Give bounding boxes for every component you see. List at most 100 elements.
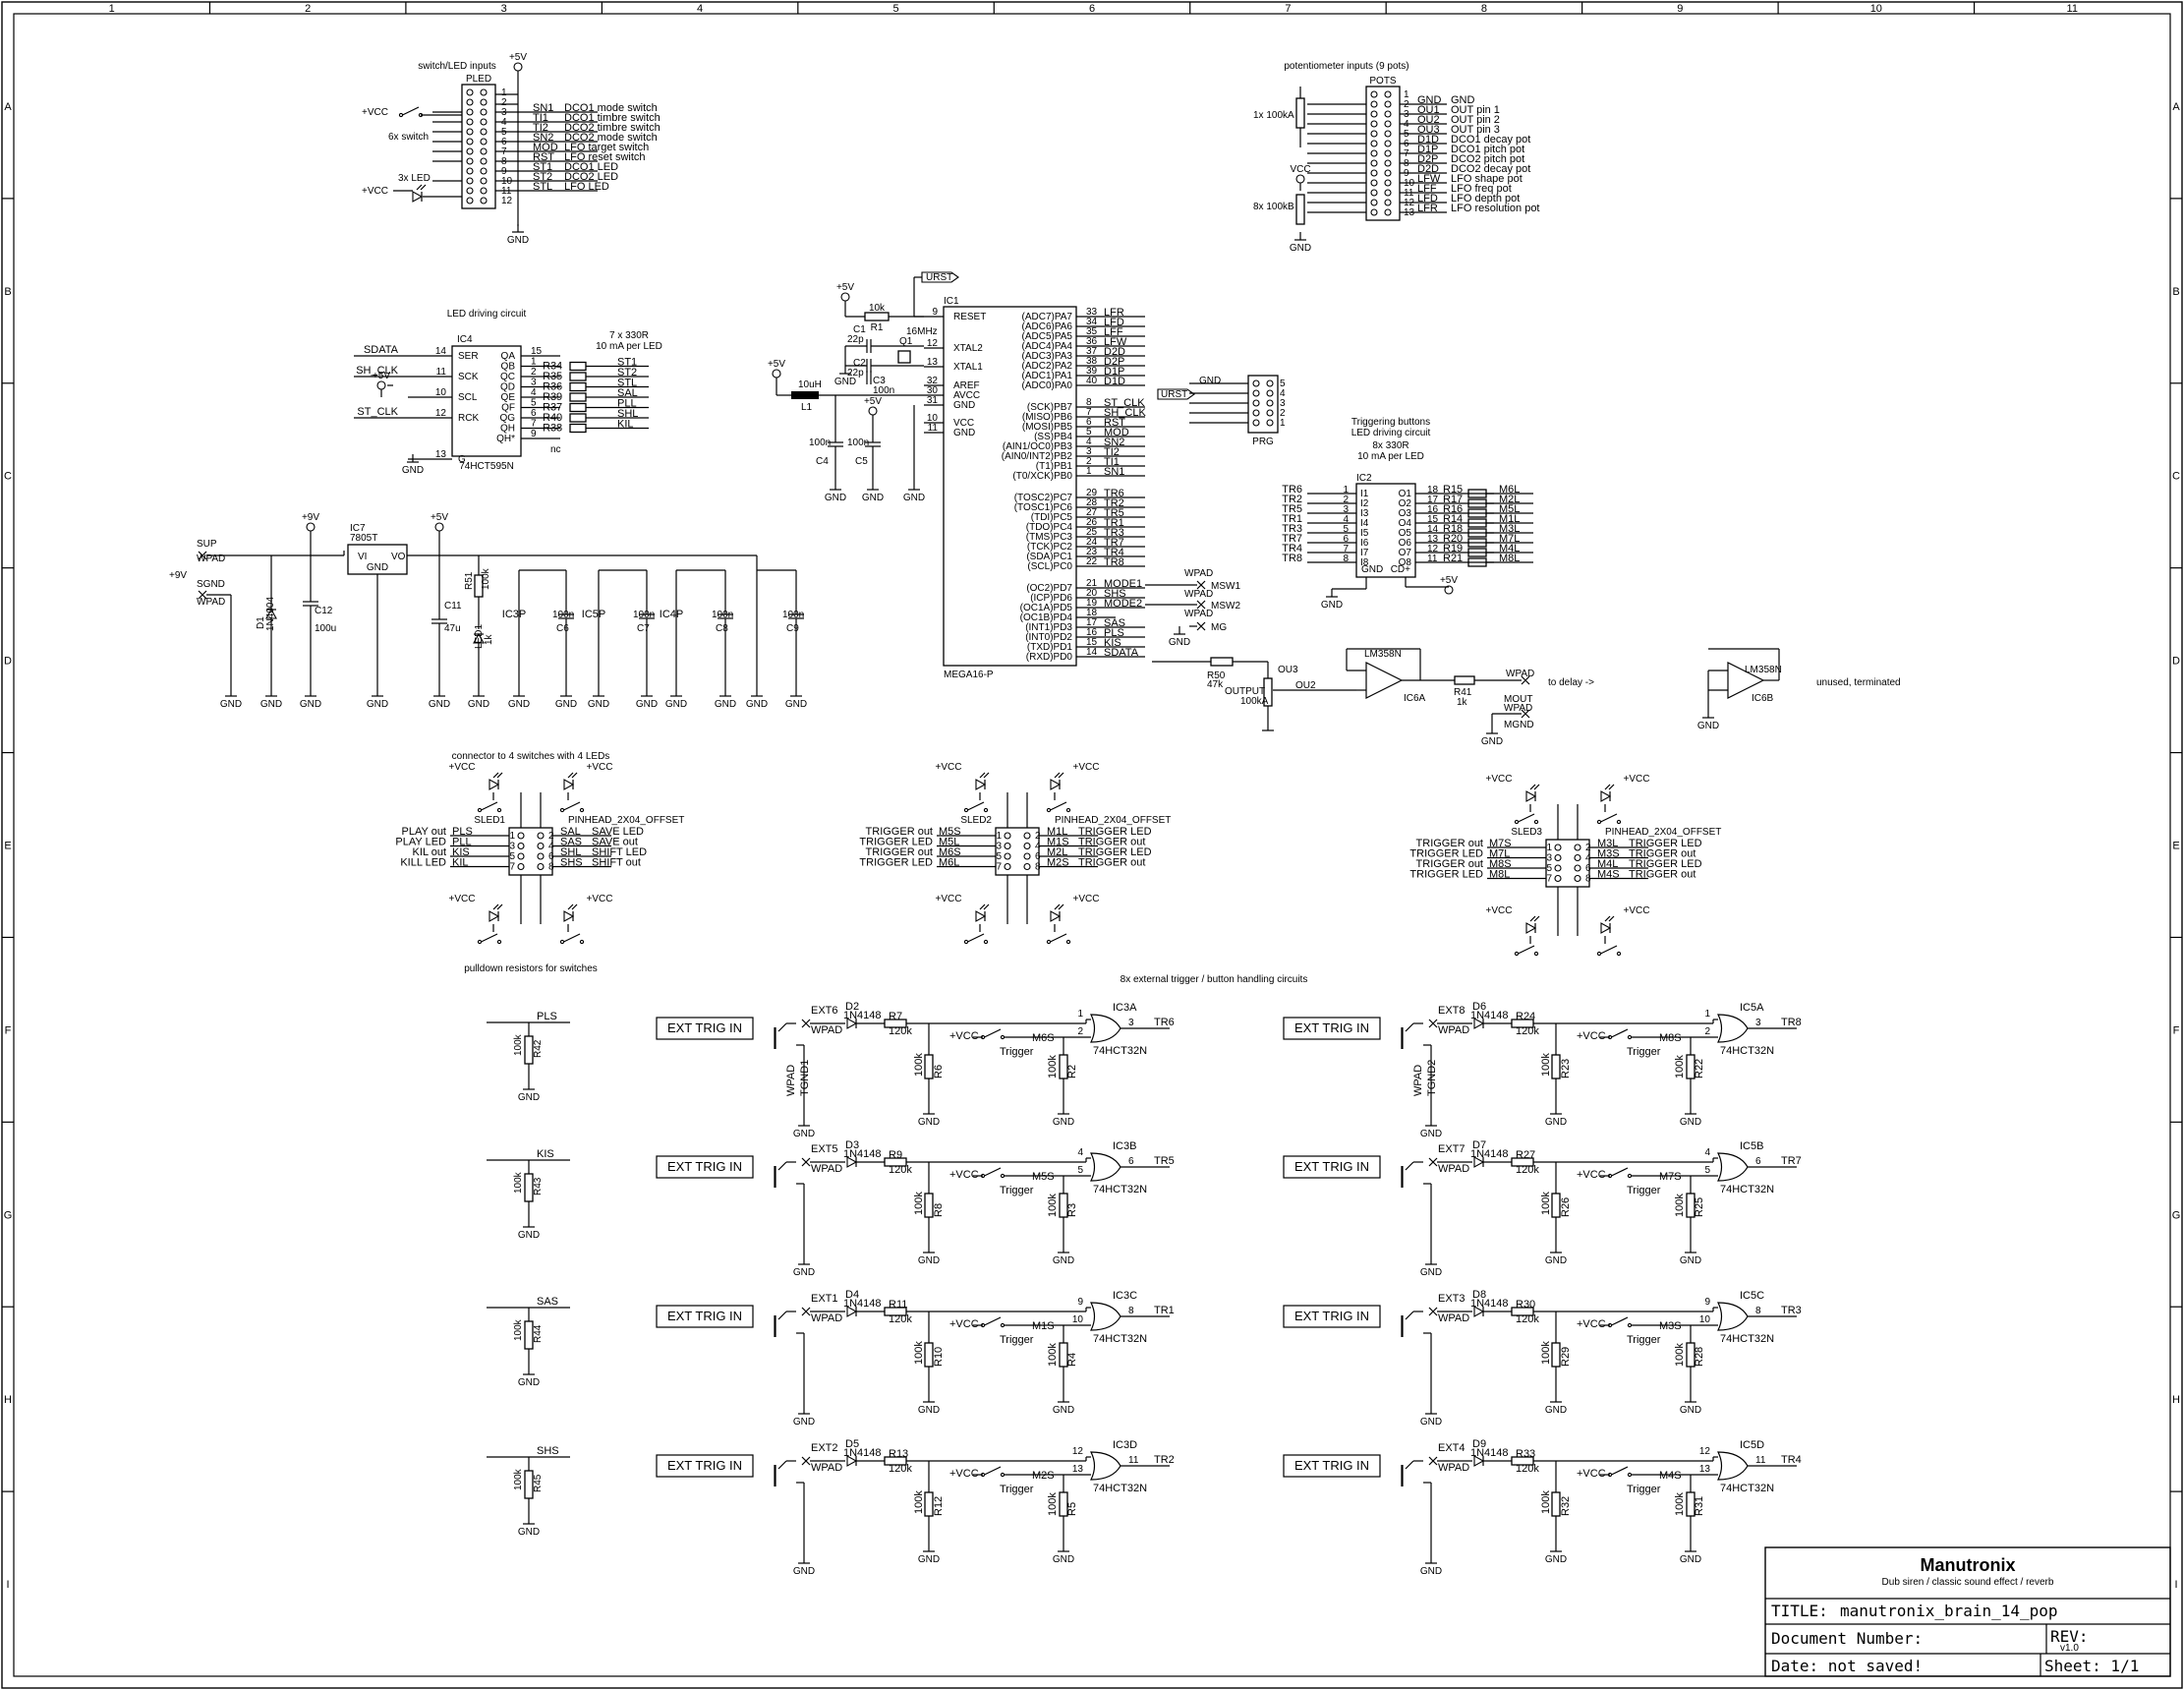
sled-name: SLED3 — [1511, 827, 1542, 838]
pin-socket — [480, 128, 488, 136]
ref-l1: L1 — [801, 402, 813, 413]
part-gate: 74HCT32N — [1720, 1333, 1774, 1345]
ref-decap: C9 — [786, 623, 799, 634]
net-label-sdata: SDATA — [364, 344, 399, 356]
column-label: 11 — [2067, 3, 2078, 15]
value-d1: 1N4004 — [265, 597, 276, 631]
pin-number: 6 — [1035, 851, 1041, 862]
title-block — [1764, 1546, 2171, 1677]
section-label-switch-led: switch/LED inputs — [418, 61, 495, 72]
value-c11: 47u — [444, 623, 461, 634]
or-gate — [1090, 1014, 1121, 1043]
label-trigger: Trigger — [1000, 1334, 1034, 1346]
pin-label: (TXD)PD1 — [1027, 642, 1073, 653]
pin-label: (INT0)PD2 — [1025, 632, 1072, 643]
net-label-m5l: M5L — [1499, 503, 1520, 515]
ground-label: GND — [1053, 1405, 1074, 1416]
pin-socket — [1370, 110, 1378, 118]
column-label: 7 — [1285, 3, 1291, 15]
pin-socket — [1266, 419, 1274, 427]
pin-socket — [517, 852, 525, 860]
pin-socket — [1023, 842, 1031, 850]
pin-number: 38 — [1086, 356, 1098, 367]
pin-label: (SDA)PC1 — [1026, 552, 1072, 562]
net-label-tr8: TR8 — [1282, 553, 1302, 564]
ground-label: GND — [1420, 1267, 1442, 1278]
pin-number: 13 — [1427, 534, 1439, 545]
trigger-switch — [1000, 1173, 1006, 1179]
value-pd: 100k — [1047, 1194, 1059, 1217]
column-label: 2 — [305, 3, 311, 15]
column-label: 1 — [109, 3, 115, 15]
ref-decap: C8 — [716, 623, 728, 634]
pin-number: 6 — [1128, 1156, 1134, 1167]
switch-symbol — [1533, 819, 1539, 825]
vcc-label: +VCC — [449, 762, 476, 773]
rev-value: v1.0 — [2060, 1643, 2079, 1654]
vcc-label: +VCC — [1577, 1030, 1606, 1042]
ref-switch: M7S — [1659, 1171, 1682, 1183]
pin-description: LFO shape pot — [1451, 173, 1523, 185]
pin-label: (MOSI)PB5 — [1022, 422, 1073, 433]
pin-number: 10 — [435, 387, 447, 398]
net-label-lff: LFF — [1417, 183, 1437, 195]
value-pulldown: 100k — [513, 1318, 524, 1341]
net-label-sn2: SN2 — [1104, 437, 1124, 448]
pulldown-resistor — [524, 1470, 534, 1499]
value-c1: 22p — [847, 334, 864, 345]
pin-label: I5 — [1360, 528, 1369, 539]
pin-label: O4 — [1399, 518, 1412, 529]
prg-header — [1247, 375, 1279, 434]
pin-description: DCO2 pitch pot — [1451, 153, 1524, 165]
pin-socket — [466, 157, 474, 165]
vcc-label: +VCC — [1073, 762, 1100, 773]
section-label-pulldown: pulldown resistors for switches — [464, 963, 598, 974]
part-gate: 74HCT32N — [1720, 1483, 1774, 1494]
ref-pd: R5 — [1066, 1502, 1078, 1516]
ground-label: GND — [429, 699, 450, 710]
resistor-ref: R38 — [543, 423, 562, 435]
document-title: manutronix_brain_14_pop — [1840, 1602, 2058, 1620]
pin-socket — [1554, 853, 1562, 862]
pin-description: LFO LED — [564, 181, 609, 193]
net-label-tr7: TR7 — [1282, 533, 1302, 545]
pin-label: (ADC7)PA7 — [1022, 312, 1073, 322]
ref-ext-pad: EXT4 — [1438, 1442, 1466, 1454]
pin-number: 14 — [1086, 647, 1098, 658]
pin-label: (TCK)PC2 — [1027, 542, 1073, 553]
pin-label: XTAL1 — [953, 362, 983, 373]
net-label-tr3: TR3 — [1282, 523, 1302, 535]
pin-socket — [1370, 199, 1378, 206]
pin-label: (TMS)PC3 — [1026, 532, 1073, 543]
pin-number: 1 — [509, 831, 515, 842]
ground-label: GND — [1290, 243, 1311, 254]
value-pd: 100k — [1540, 1341, 1552, 1365]
value-c4: 100n — [809, 437, 831, 448]
wpad-label: WPAD — [811, 1024, 842, 1036]
wire — [777, 1460, 787, 1470]
net-label-mode2: MODE2 — [1104, 598, 1142, 610]
value-diode: 1N4148 — [843, 1010, 882, 1021]
pin-description: LFO reset switch — [564, 151, 646, 163]
ref-c12: C12 — [315, 606, 333, 616]
pin-number: 7 — [531, 419, 537, 430]
label-trigger: Trigger — [1000, 1484, 1034, 1495]
row-label: I — [6, 1579, 9, 1591]
pin-number: 13 — [927, 357, 939, 368]
net-label-d1p: D1P — [1104, 366, 1124, 378]
ref-pd: R29 — [1560, 1347, 1572, 1367]
ground-label: GND — [1053, 1554, 1074, 1565]
pin-socket — [537, 862, 545, 871]
switch-symbol — [481, 801, 498, 811]
ic1-name: IC1 — [944, 296, 959, 307]
pad-symbol — [801, 1157, 811, 1167]
pin-label: O7 — [1399, 548, 1412, 558]
prg-name: PRG — [1252, 437, 1274, 447]
value-decap: 100n — [712, 610, 733, 620]
ext-trig-in-box — [1283, 1155, 1381, 1179]
ground-label: GND — [518, 1377, 540, 1388]
supply-label: +5V — [509, 52, 527, 63]
vcc-label: +VCC — [1486, 905, 1513, 916]
net-label-m2s: M2S — [1047, 857, 1069, 869]
net-label-lfr: LFR — [1104, 307, 1124, 319]
